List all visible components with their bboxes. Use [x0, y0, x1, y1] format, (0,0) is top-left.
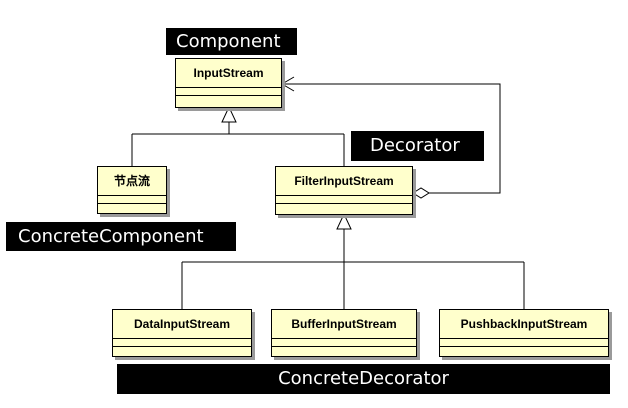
class-name: 节点流 — [98, 167, 166, 196]
aggregation-arrowhead — [281, 76, 295, 92]
generalization-arrowhead-input-stream — [221, 105, 237, 123]
class-node-stream[interactable]: 节点流 — [97, 166, 167, 214]
class-name: DataInputStream — [113, 310, 251, 339]
class-pushback-input-stream[interactable]: PushbackInputStream — [439, 309, 609, 357]
class-operations-section — [276, 204, 412, 211]
class-attributes-section — [176, 88, 281, 96]
aggregation-diamond — [412, 187, 430, 199]
class-operations-section — [98, 204, 166, 211]
class-attributes-section — [440, 339, 608, 347]
class-attributes-section — [272, 339, 416, 347]
class-attributes-section — [276, 196, 412, 204]
label-decorator: Decorator — [351, 131, 484, 161]
aggregation-line — [282, 83, 501, 194]
class-operations-section — [272, 347, 416, 354]
class-attributes-section — [98, 196, 166, 204]
class-filter-input-stream[interactable]: FilterInputStream — [275, 166, 413, 215]
class-name: PushbackInputStream — [440, 310, 608, 339]
generalization-arrowhead-filter-input-stream — [336, 212, 352, 230]
class-name: FilterInputStream — [276, 167, 412, 196]
label-concrete-component: ConcreteComponent — [6, 222, 236, 251]
class-operations-section — [176, 96, 281, 103]
class-operations-section — [113, 347, 251, 354]
class-buffer-input-stream[interactable]: BufferInputStream — [271, 309, 417, 357]
label-component: Component — [166, 28, 297, 55]
class-name: BufferInputStream — [272, 310, 416, 339]
class-input-stream[interactable]: InputStream — [175, 58, 282, 108]
class-data-input-stream[interactable]: DataInputStream — [112, 309, 252, 357]
class-attributes-section — [113, 339, 251, 347]
class-operations-section — [440, 347, 608, 354]
class-name: InputStream — [176, 59, 281, 88]
label-concrete-decorator: ConcreteDecorator — [117, 364, 610, 394]
